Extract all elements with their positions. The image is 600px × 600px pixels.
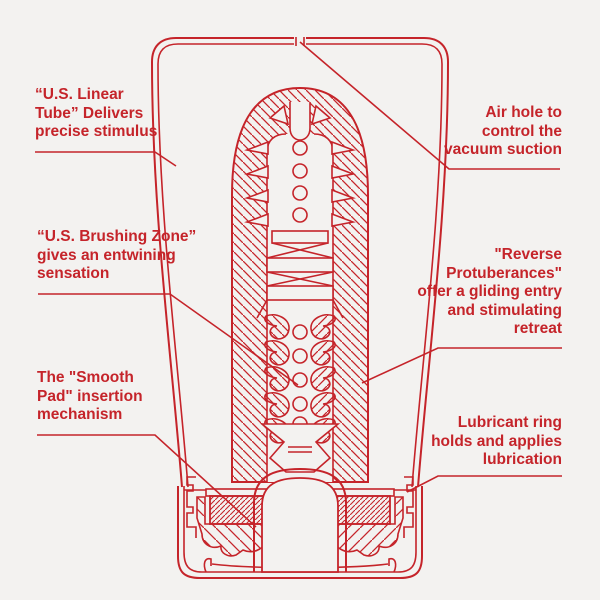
lubricant-ring-left bbox=[205, 488, 273, 525]
label-line: gives an entwining bbox=[37, 246, 176, 264]
label-line: holds and applies bbox=[431, 432, 562, 450]
label-line: Pad" insertion bbox=[37, 387, 143, 405]
upper-nub-circles bbox=[292, 140, 308, 223]
leader-brushing-zone bbox=[38, 293, 299, 386]
label-line: lubrication bbox=[482, 451, 562, 469]
leader-linear-tube bbox=[35, 151, 177, 167]
label-line: “U.S. Brushing Zone” bbox=[37, 228, 197, 245]
label-air-hole: Air hole to control the vacuum suction bbox=[444, 104, 562, 160]
label-line: "Reverse bbox=[494, 246, 562, 263]
label-line: offer a gliding entry bbox=[417, 283, 562, 301]
label-line: retreat bbox=[513, 320, 562, 338]
disc-ribs bbox=[256, 230, 344, 319]
label-line: and stimulating bbox=[447, 301, 562, 319]
lubricant-ring-right bbox=[327, 488, 395, 525]
insertion-arch bbox=[253, 467, 347, 573]
label-smooth-pad: The "Smooth Pad" insertion mechanism bbox=[37, 369, 143, 425]
label-line: vacuum suction bbox=[444, 141, 562, 159]
top-slot bbox=[289, 102, 311, 141]
bellows-neck bbox=[259, 423, 341, 473]
leader-lubricant-ring bbox=[406, 475, 562, 493]
leader-smooth-pad bbox=[37, 434, 257, 528]
label-line: control the bbox=[481, 122, 562, 140]
label-line: Air hole to bbox=[485, 104, 562, 121]
label-linear-tube: “U.S. Linear Tube” Delivers precise stim… bbox=[35, 86, 157, 142]
label-line: The "Smooth bbox=[37, 369, 134, 386]
label-lubricant-ring: Lubricant ring holds and applies lubrica… bbox=[431, 414, 562, 470]
label-brushing-zone: “U.S. Brushing Zone” gives an entwining … bbox=[37, 228, 196, 284]
air-hole bbox=[294, 35, 306, 46]
label-line: sensation bbox=[37, 265, 110, 283]
leader-air-hole bbox=[299, 41, 560, 170]
brush-teeth bbox=[244, 104, 356, 227]
label-line: “U.S. Linear bbox=[35, 86, 124, 103]
label-line: precise stimulus bbox=[35, 123, 158, 141]
leader-lines bbox=[35, 41, 562, 528]
label-line: Lubricant ring bbox=[457, 414, 562, 431]
label-line: mechanism bbox=[37, 406, 123, 424]
side-clips bbox=[186, 476, 414, 538]
label-reverse-protuberances: "Reverse Protuberances" offer a gliding … bbox=[417, 246, 562, 339]
leader-reverse-protuberances bbox=[361, 347, 562, 384]
label-line: Tube” Delivers bbox=[35, 104, 144, 122]
label-line: Protuberances" bbox=[446, 264, 562, 282]
